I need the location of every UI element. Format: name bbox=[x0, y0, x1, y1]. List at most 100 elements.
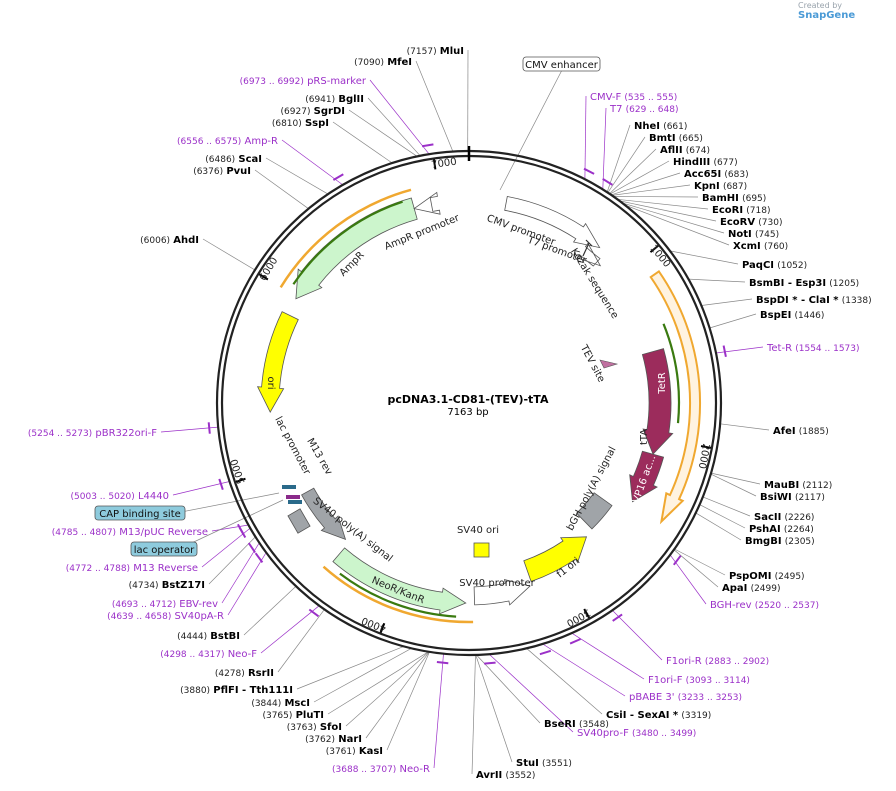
cmv-f-primer-label: CMV-F (535 .. 555) bbox=[590, 92, 677, 103]
f1ori-f-name: F1ori-F bbox=[648, 675, 683, 686]
ecori-leader bbox=[617, 198, 709, 210]
ecori-name: EcoRI bbox=[712, 205, 743, 216]
pbabe-3-range: (3233 .. 3253) bbox=[678, 693, 742, 703]
l4440-primer-label: (5003 .. 5020) L4440 bbox=[71, 491, 170, 502]
neo-r-name: Neo-R bbox=[400, 764, 431, 775]
msci-position: (3844) bbox=[251, 699, 281, 709]
scai-site-label: (6486) ScaI bbox=[205, 154, 262, 165]
csii-sexai-position: (3319) bbox=[681, 711, 711, 721]
sspi-name: SspI bbox=[305, 118, 329, 129]
mfei-position: (7090) bbox=[354, 58, 384, 68]
pspomi-site-label: PspOMI (2495) bbox=[729, 571, 805, 582]
nari-leader bbox=[365, 651, 430, 739]
bseri-position: (3548) bbox=[579, 720, 609, 730]
stui-position: (3551) bbox=[542, 759, 572, 769]
ebv-rev-primer-label: (4693 .. 4712) EBV-rev bbox=[112, 599, 218, 610]
sacii-name: SacII bbox=[754, 512, 781, 523]
neo-r-primer-label: (3688 .. 3707) Neo-R bbox=[332, 764, 430, 775]
maubi-name: MauBI bbox=[764, 480, 799, 491]
bamhi-site-label: BamHI (695) bbox=[702, 193, 766, 204]
lac-operator-mark bbox=[286, 495, 300, 499]
f1-ori-arc bbox=[523, 536, 588, 583]
tta-label: tTA bbox=[639, 429, 650, 445]
csii-sexai-site-label: CsiI - SexAI * (3319) bbox=[606, 710, 711, 721]
pvui-site-label: (6376) PvuI bbox=[193, 166, 251, 177]
lac-operator-label: lac operator bbox=[134, 545, 195, 556]
neo-r-leader bbox=[433, 653, 444, 769]
nhei-leader bbox=[606, 124, 631, 193]
bmgbi-leader bbox=[695, 512, 742, 541]
sv40pro-f-primer-label: SV40pro-F (3480 .. 3499) bbox=[577, 728, 696, 739]
bsmbi-esp3i-position: (1205) bbox=[829, 279, 859, 289]
cmv-f-range: (535 .. 555) bbox=[624, 93, 677, 103]
snapgene-logo: SnapGene bbox=[798, 10, 856, 21]
pbabe-3-primer-label: pBABE 3' (3233 .. 3253) bbox=[629, 692, 742, 703]
hindiii-position: (677) bbox=[713, 158, 737, 168]
bsiwi-site-label: BsiWI (2117) bbox=[760, 492, 825, 503]
bspei-leader bbox=[709, 313, 757, 329]
noti-position: (745) bbox=[755, 230, 779, 240]
scai-name: ScaI bbox=[238, 154, 262, 165]
bstz17i-leader bbox=[208, 536, 256, 585]
m13-puc-reverse-leader bbox=[211, 524, 249, 532]
sv40pa-r-name: SV40pA-R bbox=[175, 611, 224, 622]
plasmid-name: pcDNA3.1-CD81-(TEV)-tTA bbox=[388, 393, 549, 406]
sv40pa-r-primer-label: (4639 .. 4658) SV40pA-R bbox=[107, 611, 224, 622]
sgrdi-position: (6927) bbox=[281, 107, 311, 117]
cmv-enhancer-box bbox=[522, 56, 601, 72]
rsrii-site-label: (4278) RsrII bbox=[215, 668, 274, 679]
kasi-site-label: (3761) KasI bbox=[326, 746, 383, 757]
f1ori-f-primer-label: F1ori-F (3093 .. 3114) bbox=[648, 675, 750, 686]
rsrii-name: RsrII bbox=[248, 668, 274, 679]
pspomi-name: PspOMI bbox=[729, 571, 771, 582]
afei-name: AfeI bbox=[773, 426, 796, 437]
amp-r-primer-mark bbox=[332, 173, 344, 181]
afei-position: (1885) bbox=[799, 427, 829, 437]
mlui-position: (7157) bbox=[407, 47, 437, 57]
lac-promoter-label: lac promoter bbox=[272, 415, 312, 477]
tick-label-7000: 7000 bbox=[431, 157, 458, 172]
amp-r-primer-label: (6556 .. 6575) Amp-R bbox=[177, 136, 278, 147]
m13-rev-mark bbox=[288, 500, 302, 504]
scai-leader bbox=[265, 157, 329, 195]
bglii-position: (6941) bbox=[305, 95, 335, 105]
f1ori-f-range: (3093 .. 3114) bbox=[686, 676, 750, 686]
xcmi-leader bbox=[624, 204, 730, 246]
rsrii-position: (4278) bbox=[215, 669, 245, 679]
bsmbi-esp3i-leader bbox=[688, 278, 746, 283]
paqci-name: PaqCI bbox=[742, 260, 774, 271]
bglii-name: BglII bbox=[338, 94, 364, 105]
m13-puc-reverse-primer-mark bbox=[237, 523, 245, 535]
bspdi-clai-leader bbox=[701, 298, 753, 306]
xcmi-name: XcmI bbox=[733, 241, 761, 252]
pluti-leader bbox=[327, 651, 429, 715]
sv40pro-f-range: (3480 .. 3499) bbox=[632, 729, 696, 739]
nari-name: NarI bbox=[338, 734, 362, 745]
m13-reverse-range: (4772 .. 4788) bbox=[66, 564, 130, 574]
f1ori-r-leader bbox=[612, 610, 663, 661]
orf-outline-1 bbox=[322, 565, 474, 624]
tet-r-range: (1554 .. 1573) bbox=[795, 344, 859, 354]
translation-arrow-3 bbox=[292, 200, 403, 285]
bamhi-leader bbox=[613, 196, 699, 198]
neo-r-range: (3688 .. 3707) bbox=[332, 765, 396, 775]
bmgbi-position: (2305) bbox=[785, 537, 815, 547]
l4440-name: L4440 bbox=[138, 491, 169, 502]
nhei-site-label: NheI (661) bbox=[634, 121, 687, 132]
kasi-position: (3761) bbox=[326, 747, 356, 757]
bspei-site-label: BspEI (1446) bbox=[760, 310, 824, 321]
kasi-leader bbox=[386, 651, 430, 751]
lac-operator-box bbox=[130, 541, 198, 557]
avrii-leader bbox=[471, 654, 476, 775]
kpni-name: KpnI bbox=[694, 181, 720, 192]
translation-arrow-1 bbox=[662, 323, 681, 424]
kpni-position: (687) bbox=[723, 182, 747, 192]
bsmbi-esp3i-site-label: BsmBI - Esp3I (1205) bbox=[749, 278, 859, 289]
neo-f-primer-mark bbox=[308, 608, 320, 618]
hindiii-name: HindIII bbox=[673, 157, 710, 168]
csii-sexai-leader bbox=[526, 648, 603, 715]
amp-r-range: (6556 .. 6575) bbox=[177, 137, 241, 147]
sv40pa-r-range: (4639 .. 4658) bbox=[107, 612, 171, 622]
sv40pa-r-primer-mark bbox=[254, 552, 264, 563]
ori-arc bbox=[256, 311, 299, 413]
